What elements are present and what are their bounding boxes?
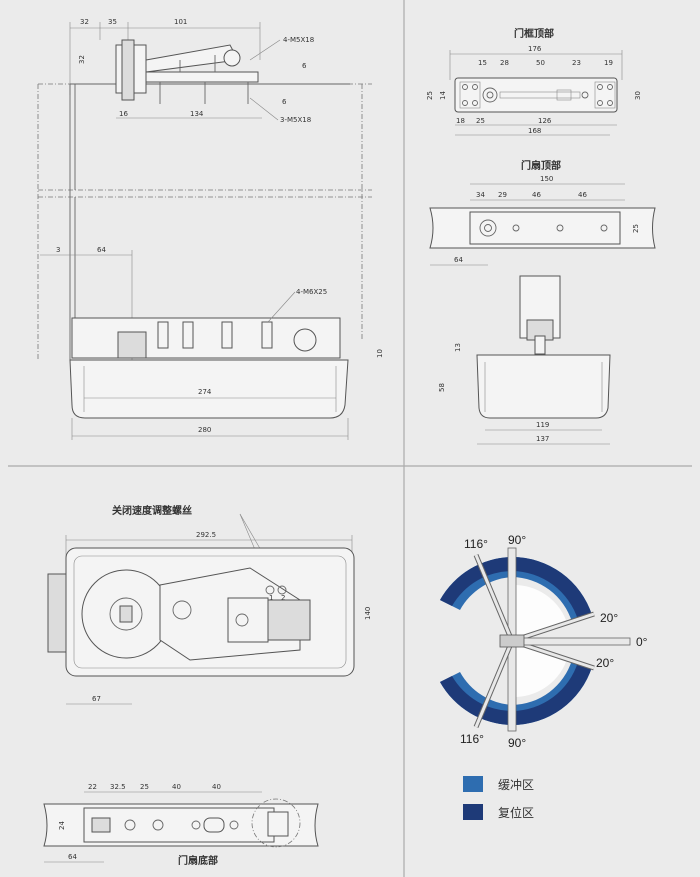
label-4-m6x25: 4-M6X25 (296, 288, 327, 296)
dim-10: 10 (376, 349, 384, 358)
legend-reset-zone: 复位区 (498, 805, 534, 820)
dim-3: 3 (56, 246, 60, 254)
dim-58: 58 (438, 383, 446, 392)
title-door-bottom: 门扇底部 (178, 854, 218, 867)
dim-35: 35 (108, 18, 117, 26)
legend-swatch-reset (463, 804, 483, 820)
dim-32: 32 (80, 18, 89, 26)
opening-angle-diagram: 116° 90° 20° 0° 20° 116° 90° 缓冲区 复位区 (440, 533, 648, 820)
dim-30: 30 (634, 91, 642, 100)
dim-19: 19 (604, 59, 613, 67)
dim-29: 29 (498, 191, 507, 199)
title-frame-top: 门框顶部 (514, 27, 554, 40)
closer-section-view: 13 58 119 137 (438, 275, 611, 445)
dim-46b: 46 (578, 191, 587, 199)
dim-140: 140 (364, 607, 372, 620)
dim-6b: 6 (282, 98, 287, 106)
dim-15: 15 (478, 59, 487, 67)
angle-116-top: 116° (464, 537, 488, 551)
dim-101: 101 (174, 18, 187, 26)
dim-119: 119 (536, 421, 549, 429)
dim-34: 34 (476, 191, 485, 199)
dim-46a: 46 (532, 191, 541, 199)
dim-280: 280 (198, 426, 211, 434)
dim-25b: 25 (476, 117, 485, 125)
label-speed-screw: 关闭速度调整螺丝 (112, 504, 192, 517)
angle-90-top: 90° (508, 533, 526, 547)
door-bottom-view: 22 32.5 25 40 40 24 64 门扇底部 (43, 783, 319, 867)
legend-swatch-buffer (463, 776, 483, 792)
installation-view: 32 35 101 32 4-M5X18 3-M5X18 6 6 16 134 (37, 18, 384, 440)
angle-20-top: 20° (600, 611, 618, 625)
dim-23: 23 (572, 59, 581, 67)
dim-134: 134 (190, 110, 204, 118)
dim-292-5: 292.5 (196, 531, 216, 539)
dim-25c: 25 (632, 224, 640, 233)
dim-28: 28 (500, 59, 509, 67)
reset-zone-lower (512, 662, 592, 726)
dim-32-5: 32.5 (110, 783, 126, 791)
dim-67: 67 (92, 695, 101, 703)
dim-24: 24 (58, 821, 66, 830)
reset-zone-upper (512, 556, 592, 620)
angle-20-bottom: 20° (596, 656, 614, 670)
dim-13: 13 (454, 343, 462, 352)
dim-64c: 64 (68, 853, 77, 861)
dim-150: 150 (540, 175, 553, 183)
dim-22: 22 (88, 783, 97, 791)
title-door-top: 门扇顶部 (521, 159, 561, 172)
dim-64b: 64 (454, 256, 463, 264)
door-top-view: 门扇顶部 150 34 29 46 46 25 64 (429, 159, 656, 266)
dim-16: 16 (119, 110, 128, 118)
angle-116-bottom: 116° (460, 732, 484, 746)
label-3-m5x18: 3-M5X18 (280, 116, 311, 124)
angle-90-bottom: 90° (508, 736, 526, 750)
frame-top-view: 门框顶部 176 15 28 50 23 19 25 14 30 18 25 1… (426, 27, 642, 136)
dim-18: 18 (456, 117, 465, 125)
dim-137: 137 (536, 435, 549, 443)
label-4-m5x18: 4-M5X18 (283, 36, 314, 44)
dim-14: 14 (439, 91, 447, 100)
dim-176: 176 (528, 45, 542, 53)
dim-6: 6 (302, 62, 307, 70)
dim-64: 64 (97, 246, 106, 254)
dim-32b: 32 (78, 55, 86, 64)
closer-plan-view: 关闭速度调整螺丝 292.5 1 2 140 67 (47, 504, 372, 705)
dim-25: 25 (426, 91, 434, 100)
dim-40b: 40 (212, 783, 221, 791)
label-screw-1: 1 (269, 594, 273, 602)
legend-buffer-zone: 缓冲区 (498, 777, 534, 792)
dim-274: 274 (198, 388, 212, 396)
dim-25d: 25 (140, 783, 149, 791)
dim-126: 126 (538, 117, 552, 125)
dim-50: 50 (536, 59, 545, 67)
dim-168: 168 (528, 127, 541, 135)
angle-0: 0° (636, 635, 648, 649)
dim-40a: 40 (172, 783, 181, 791)
label-screw-2: 2 (281, 594, 285, 602)
